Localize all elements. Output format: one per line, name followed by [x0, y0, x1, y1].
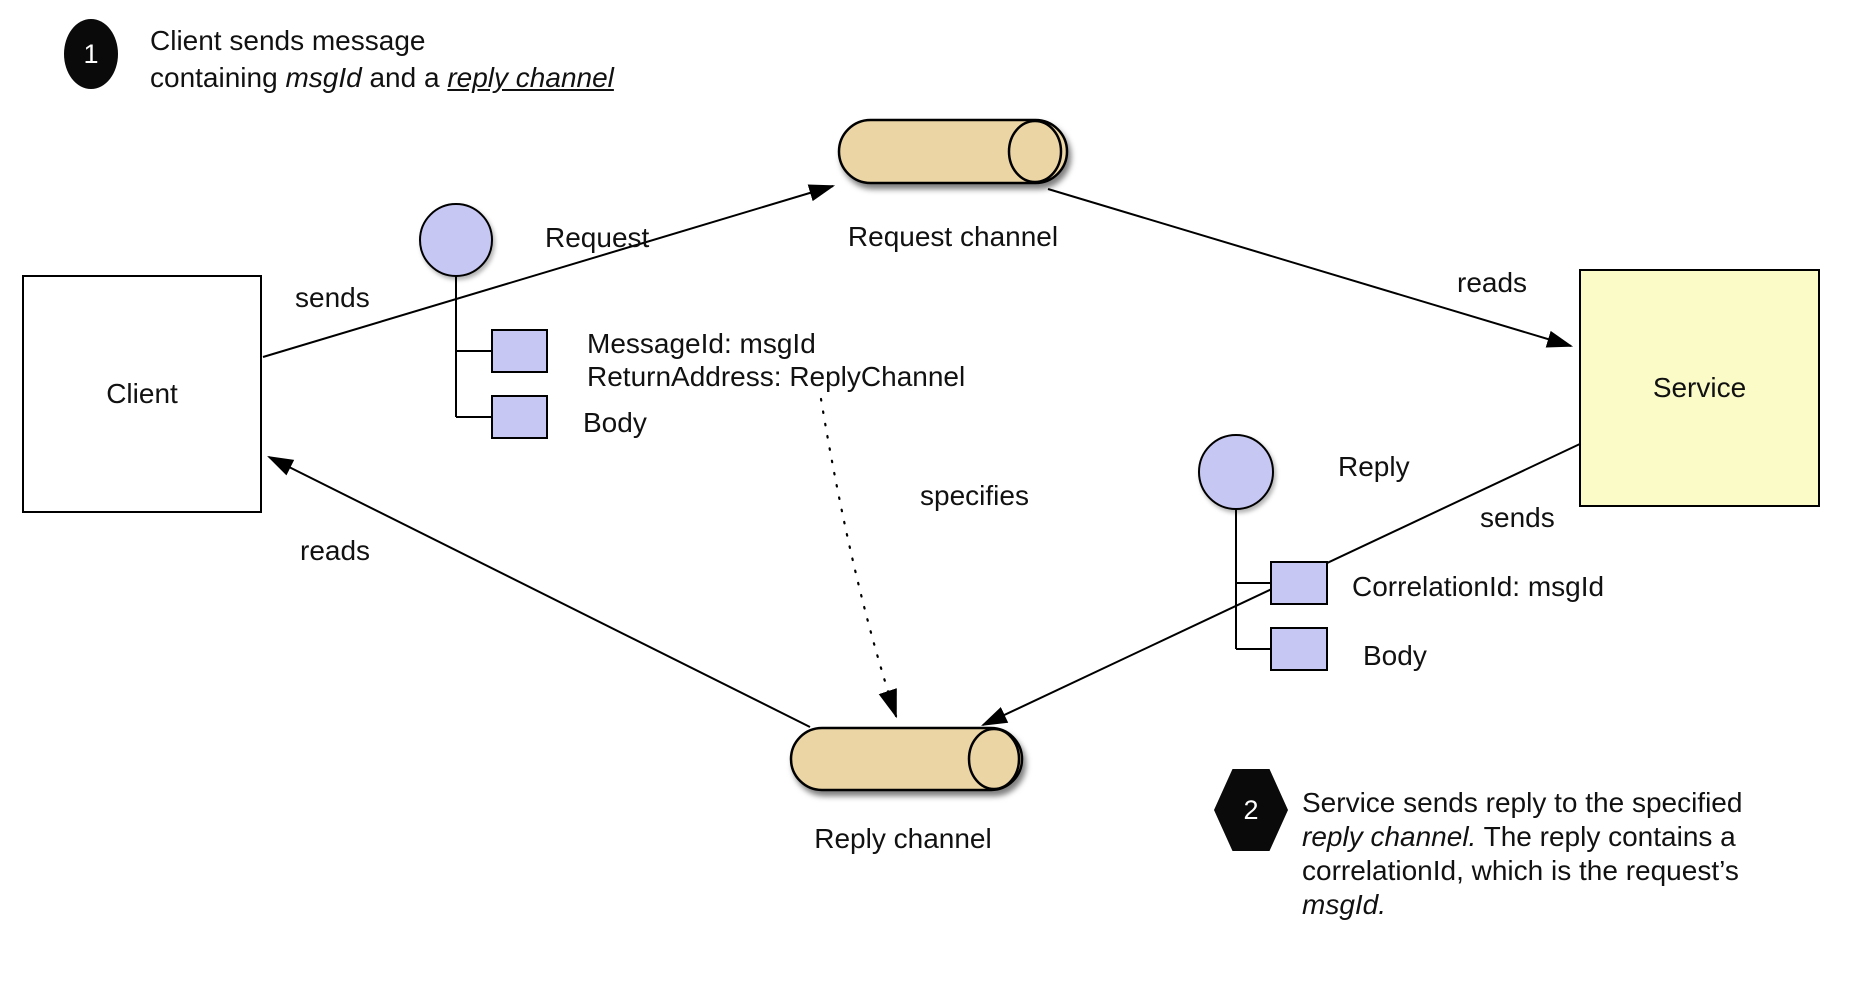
client-node: Client [22, 275, 262, 513]
note1-line2-italic-underline: reply channel [447, 62, 614, 93]
reply-message-header: CorrelationId: msgId [1352, 571, 1605, 602]
note2-line4: msgId. [1302, 889, 1387, 920]
note2-text: Service sends reply to the specified rep… [1302, 786, 1742, 922]
request-message-header-line1: MessageId: msgId [587, 328, 816, 359]
note2-line2-rest: The reply contains a [1476, 821, 1736, 852]
note2-line2-italic: reply channel. [1302, 821, 1477, 852]
edge-label-specifies: specifies [920, 480, 1029, 511]
reply-message-body-square [1270, 627, 1328, 671]
reply-message-icon [1198, 434, 1328, 671]
note2-marker: 2 [1214, 769, 1288, 851]
reply-message-body-label: Body [1363, 640, 1427, 671]
note1-line2-italic1: msgId [285, 62, 362, 93]
request-message-header-square [491, 329, 548, 373]
note1-line1: Client sends message [150, 25, 426, 56]
request-message-headers: MessageId: msgId ReturnAddress: ReplyCha… [587, 327, 965, 393]
edge-label-client-sends: sends [295, 282, 370, 313]
note1-line2-plain1: containing [150, 62, 286, 93]
client-node-label: Client [106, 378, 178, 409]
edge-client-sends-request [262, 184, 836, 358]
request-channel-label: Request channel [847, 221, 1059, 252]
note1-line2: containing msgId and a reply channel [150, 59, 614, 96]
edge-label-service-sends: sends [1480, 502, 1555, 533]
note2-number: 2 [1243, 794, 1259, 825]
note2-line2: reply channel. The reply contains a [1302, 820, 1742, 854]
note2-line3: correlationId, which is the request’s [1302, 855, 1739, 886]
note2-line1: Service sends reply to the specified [1302, 787, 1743, 818]
note1-marker: 1 [64, 19, 118, 89]
service-node-label: Service [1652, 372, 1747, 403]
reply-channel-cylinder-icon [789, 726, 1024, 792]
request-message-body-label: Body [583, 407, 647, 438]
edge-label-reply: Reply [1338, 451, 1410, 482]
note1-text: Client sends message containing msgId an… [150, 22, 614, 96]
note1-line2-plain2: and a [361, 62, 448, 93]
service-node: Service [1579, 269, 1820, 507]
edge-client-reads-reply [267, 456, 811, 728]
request-message-body-square [491, 395, 548, 439]
edge-label-request: Request [545, 222, 650, 253]
request-message-icon [419, 203, 548, 439]
request-channel-cylinder-icon [837, 118, 1069, 185]
reply-channel-label: Reply channel [814, 823, 992, 854]
request-message-circle-icon [419, 203, 493, 277]
edge-service-reads-request [1047, 188, 1574, 348]
edge-specifies-dotted [819, 397, 898, 719]
request-message-header-line2: ReturnAddress: ReplyChannel [587, 361, 966, 392]
edge-label-client-reads: reads [300, 535, 371, 566]
edge-label-service-reads: reads [1457, 267, 1528, 298]
reply-message-header-square [1270, 561, 1328, 605]
note1-number: 1 [83, 38, 99, 69]
reply-message-circle-icon [1198, 434, 1274, 510]
